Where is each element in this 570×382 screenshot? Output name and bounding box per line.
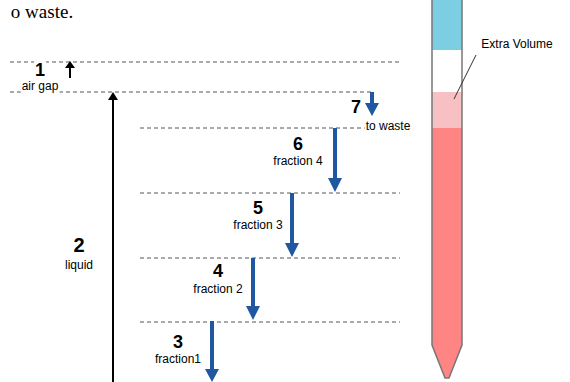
annotation-label: Extra Volume	[480, 38, 553, 51]
arrow-head	[205, 369, 219, 382]
top-liquid	[430, 0, 464, 50]
step-label: fraction 3	[232, 219, 283, 232]
step-label: fraction 4	[272, 155, 323, 168]
callout-number: 6	[292, 135, 304, 155]
callout-number: 4	[212, 262, 224, 282]
dashed-line	[10, 92, 372, 93]
dashed-line	[140, 322, 400, 323]
extra-volume	[430, 92, 464, 128]
air-gap-arrow	[65, 61, 75, 78]
arrow-shaft	[290, 193, 294, 245]
dashed-line	[140, 258, 400, 259]
callout-number: 7	[350, 98, 362, 118]
arrow-head	[365, 103, 379, 116]
liquid-arrow	[108, 92, 118, 382]
step-label: to waste	[365, 120, 412, 133]
leader-line	[454, 55, 476, 99]
arrow-shaft	[333, 128, 337, 180]
callout-number: 1	[34, 61, 46, 81]
callout-number: 2	[72, 234, 85, 256]
dashed-line	[10, 62, 400, 63]
step-label: liquid	[64, 259, 94, 272]
dashed-line	[140, 128, 400, 129]
tube-contents	[430, 0, 464, 380]
cropped-text: o waste.	[10, 2, 74, 23]
arrow-shaft	[210, 321, 214, 371]
dashed-line	[140, 193, 400, 194]
arrow-head	[246, 306, 260, 320]
step-label: fraction1	[154, 353, 202, 366]
sample-liquid	[430, 128, 464, 380]
arrow-shaft	[251, 258, 255, 308]
air-gap	[430, 50, 464, 92]
fraction-arrows	[205, 92, 379, 382]
arrow-head	[285, 243, 299, 257]
step-label: fraction 2	[192, 283, 243, 296]
callout-number: 5	[252, 199, 264, 219]
arrow-head	[328, 178, 342, 192]
step-label: air gap	[21, 80, 60, 93]
tube-outline	[432, 0, 462, 378]
level-lines	[10, 62, 400, 322]
callout-number: 3	[172, 333, 184, 353]
